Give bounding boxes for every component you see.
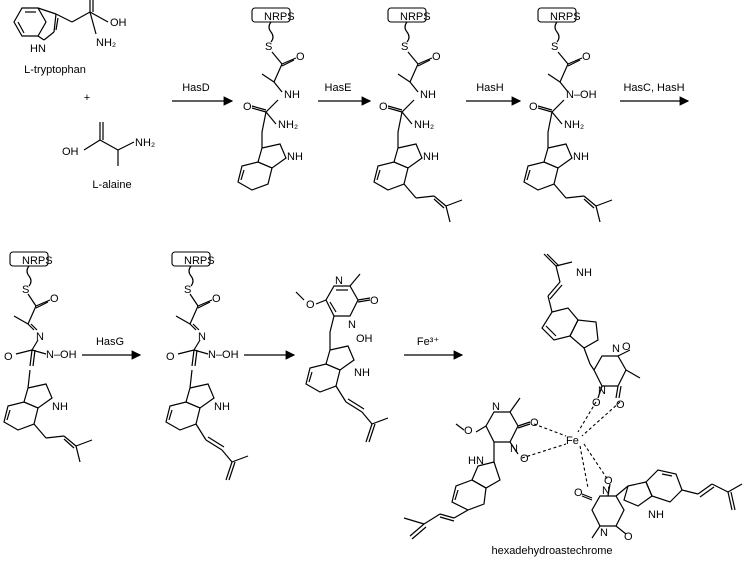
i6-n-label: N xyxy=(335,275,343,287)
intermediate-2-structure xyxy=(373,7,463,223)
i2-o2-label: O xyxy=(379,101,388,113)
fe-coordination-bonds xyxy=(521,401,621,489)
i5-indole-nh-label: NH xyxy=(214,401,230,413)
hx-n2-left-label: N xyxy=(510,443,518,455)
l-tryptophan-label: L-tryptophan xyxy=(24,64,86,76)
i4-o-label: O xyxy=(50,293,59,305)
plus-sign: + xyxy=(84,92,90,104)
ala-oh-label: OH xyxy=(62,146,79,158)
hexadehydroastechrome-structure xyxy=(403,253,743,540)
enzyme-hasc-hash-label: HasC, HasH xyxy=(623,82,684,94)
hx-o3-bot-label: O xyxy=(624,531,633,543)
hx-o3-left-label: O xyxy=(520,453,529,465)
hx-n-top-label: N xyxy=(612,343,620,355)
enzyme-hash-label: HasH xyxy=(476,82,504,94)
trp-hn-label: HN xyxy=(30,43,46,55)
i4-nrps-tag: NRPS xyxy=(22,255,53,267)
intermediate-4-structure xyxy=(3,251,93,463)
i2-s-label: S xyxy=(401,41,408,53)
i5-nrps-tag: NRPS xyxy=(184,255,215,267)
intermediate-1-structure xyxy=(237,7,297,191)
hx-o2-top-label: O xyxy=(592,397,601,409)
i2-o-label: O xyxy=(432,51,441,63)
iron-label: Fe³⁺ xyxy=(417,336,440,348)
l-alanine-label: L-alaine xyxy=(92,179,131,191)
i5-o-label: O xyxy=(212,293,221,305)
i1-nh2-label: NH₂ xyxy=(278,119,298,131)
i5-s-label: S xyxy=(184,284,191,296)
hx-n2-top-label: N xyxy=(598,385,606,397)
hexadehydroastechrome-label: hexadehydroastechrome xyxy=(491,545,612,557)
hx-n-bot-label: N xyxy=(602,485,610,497)
hx-n2-bot-label: N xyxy=(600,527,608,539)
i6-indole-nh-label: NH xyxy=(354,367,370,379)
enzyme-hasg-label: HasG xyxy=(96,336,124,348)
hx-o2-left-label: O xyxy=(464,425,473,437)
i3-nrps-tag: NRPS xyxy=(550,11,581,23)
i4-indole-nh-label: NH xyxy=(52,401,68,413)
fe-label: Fe xyxy=(566,435,579,447)
i6-o2-label: O xyxy=(370,295,379,307)
ala-nh2-label: NH₂ xyxy=(135,137,155,149)
i5-noh-label: N–OH xyxy=(208,349,239,361)
i2-nh-label: NH xyxy=(420,89,436,101)
enzyme-hase-label: HasE xyxy=(325,82,352,94)
hx-nh-top-label: NH xyxy=(576,267,592,279)
trp-oh-label: OH xyxy=(110,17,127,29)
i1-nh-label: NH xyxy=(284,89,300,101)
i1-o-label: O xyxy=(296,51,305,63)
i1-s-label: S xyxy=(265,41,272,53)
intermediate-5-structure xyxy=(165,251,249,481)
i4-o2-label: O xyxy=(4,351,13,363)
trp-nh2-label: NH₂ xyxy=(96,37,116,49)
i3-s-label: S xyxy=(551,41,558,53)
i2-indole-nh-label: NH xyxy=(423,151,439,163)
i4-s-label: S xyxy=(22,284,29,296)
intermediate-3-structure xyxy=(523,7,613,223)
hx-o-bot-label: O xyxy=(604,475,613,487)
i6-oh-label: OH xyxy=(356,333,373,345)
i3-noh-label: N–OH xyxy=(566,89,597,101)
hx-o-top-label: O xyxy=(622,341,631,353)
i2-nh2-label: NH₂ xyxy=(414,119,434,131)
i3-o-label: O xyxy=(582,51,591,63)
i3-nh2-label: NH₂ xyxy=(564,119,584,131)
i1-indole-nh-label: NH xyxy=(287,151,303,163)
hx-o3-top-label: O xyxy=(616,399,625,411)
i6-n2-label: N xyxy=(348,319,356,331)
i3-indole-nh-label: NH xyxy=(573,151,589,163)
hx-nh-bot-label: NH xyxy=(648,509,664,521)
i5-n-label: N xyxy=(198,331,206,343)
i6-o-label: O xyxy=(306,299,315,311)
i5-o2-label: O xyxy=(166,351,175,363)
i4-noh-label: N–OH xyxy=(46,349,77,361)
hx-hn-left-label: HN xyxy=(468,455,484,467)
i1-o2-label: O xyxy=(243,101,252,113)
hx-o-left-label: O xyxy=(530,417,539,429)
hx-o2-bot-label: O xyxy=(574,487,583,499)
enzyme-hasd-label: HasD xyxy=(182,82,210,94)
i2-nrps-tag: NRPS xyxy=(400,11,431,23)
l-alanine-structure xyxy=(83,122,135,166)
i3-o2-label: O xyxy=(529,101,538,113)
l-tryptophan-structure xyxy=(13,0,109,41)
i4-n-label: N xyxy=(36,331,44,343)
intermediate-6-structure xyxy=(295,273,389,443)
i1-nrps-tag: NRPS xyxy=(264,11,295,23)
hx-n-left-label: N xyxy=(492,401,500,413)
